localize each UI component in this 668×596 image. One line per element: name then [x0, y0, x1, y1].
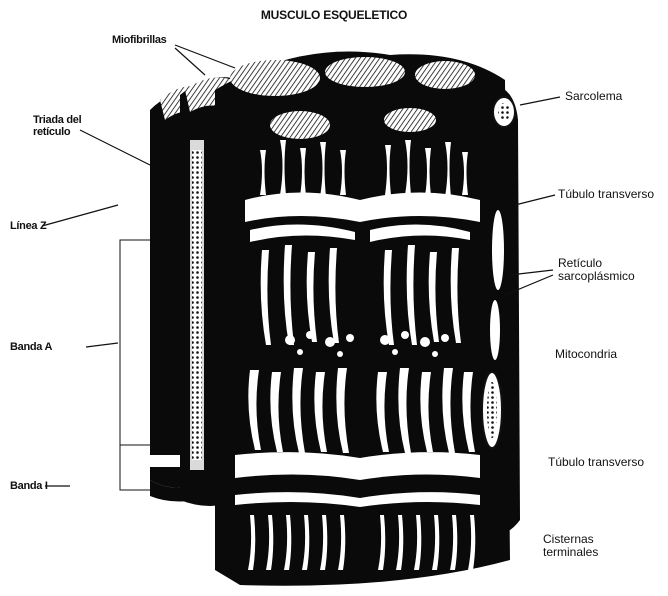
- label-banda-a: Banda A: [10, 341, 52, 353]
- label-tubulo-transverso-top: Túbulo transverso: [558, 188, 654, 201]
- label-linea-z: Línea Z: [10, 220, 46, 232]
- label-tubulo-transverso-bottom: Túbulo transverso: [548, 456, 644, 469]
- label-miofibrillas: Miofibrillas: [112, 34, 166, 46]
- label-sarcolema: Sarcolema: [565, 90, 622, 103]
- label-cisternas-terminales: Cisternas terminales: [543, 533, 598, 559]
- label-triada: Triada del retículo: [33, 114, 81, 138]
- label-reticulo-sarcoplasmico: Retículo sarcoplásmico: [558, 257, 635, 283]
- band-bracket-lines: [120, 240, 150, 490]
- label-mitocondria: Mitocondria: [555, 348, 617, 361]
- label-banda-i: Banda I: [10, 480, 48, 492]
